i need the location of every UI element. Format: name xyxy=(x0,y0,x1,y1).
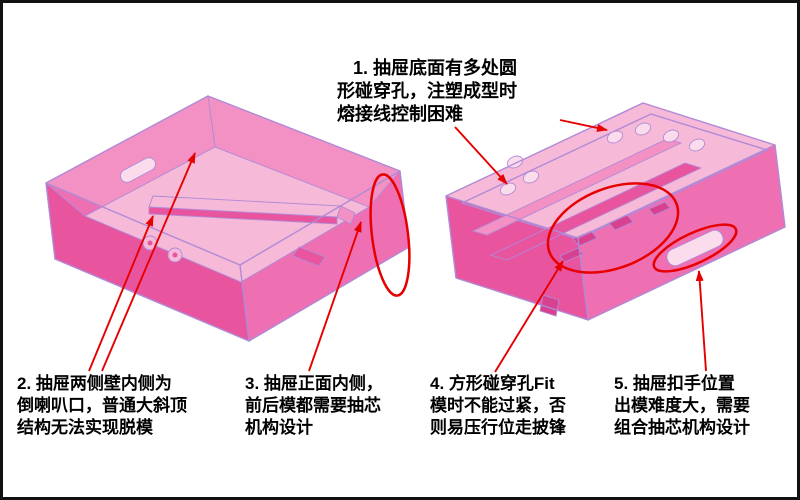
divider-rail-end xyxy=(336,205,356,225)
handle-recess xyxy=(666,229,724,267)
note-line: 机构设计 xyxy=(245,418,313,437)
note-handle-demold: 5. 抽屉扣手位置 出模难度大，需要 组合抽芯机构设计 xyxy=(614,373,750,439)
right-drawer-figure xyxy=(444,102,786,321)
round-hole xyxy=(522,170,540,184)
annotation-marks xyxy=(88,119,738,373)
note-line: 倒喇叭口，普通大斜顶 xyxy=(17,396,187,415)
drawer-rim-edges xyxy=(445,144,776,321)
arrow-note4-square-holes xyxy=(494,260,564,373)
note-line: 模时不能过紧，否 xyxy=(430,396,566,415)
handle-slot xyxy=(120,157,156,183)
note-line: 5. 抽屉扣手位置 xyxy=(614,374,735,393)
note-line: 组合抽芯机构设计 xyxy=(614,418,750,437)
round-through-holes-left xyxy=(499,155,540,196)
drawer-rim-edges xyxy=(45,170,401,342)
bottom-face-inner-rim xyxy=(461,113,768,240)
bottom-channel xyxy=(471,138,683,236)
bottom-channel xyxy=(489,162,703,261)
round-hole xyxy=(634,122,652,136)
round-boss-center xyxy=(172,252,178,258)
note-line: 1. 抽屉底面有多处圆 xyxy=(353,58,518,78)
left-drawer-figure xyxy=(45,95,410,342)
arrow-note1-left-hole xyxy=(454,126,508,185)
note-line: 形碰穿孔，注塑成型时 xyxy=(337,81,517,101)
note-line: 结构无法实现脱模 xyxy=(17,418,153,437)
note-square-holes-fit: 4. 方形碰穿孔Fit 模时不能过紧，否 则易压行位走披锋 xyxy=(430,373,566,439)
drawer-mold-diagram xyxy=(45,95,786,373)
divider-rail xyxy=(148,195,356,225)
round-hole xyxy=(606,130,624,144)
ellipse-square-holes-area xyxy=(546,182,680,274)
bottom-rect-slot xyxy=(292,246,326,267)
note-line: 3. 抽屉正面内侧， xyxy=(245,374,383,393)
arrow-note3-front-inner xyxy=(308,221,362,372)
note-line: 出模难度大，需要 xyxy=(614,396,750,415)
note-side-wall-flare: 2. 抽屉两侧壁内侧为 倒喇叭口，普通大斜顶 结构无法实现脱模 xyxy=(17,373,187,439)
ellipse-handle-area xyxy=(652,223,738,273)
round-hole xyxy=(662,129,680,143)
note-line: 2. 抽屉两侧壁内侧为 xyxy=(17,374,172,393)
round-through-holes-right xyxy=(606,122,706,152)
arrow-note2-back-wall xyxy=(101,152,196,372)
round-hole xyxy=(688,138,706,152)
note-line: 则易压行位走披锋 xyxy=(430,418,566,437)
note-line: 4. 方形碰穿孔Fit xyxy=(430,374,555,393)
arrow-note5-handle xyxy=(695,270,707,372)
drawer-outline xyxy=(445,102,786,321)
note-bottom-round-holes: 1. 抽屉底面有多处圆 形碰穿孔，注塑成型时 熔接线控制困难 xyxy=(337,57,517,126)
note-line: 前后模都需要抽芯 xyxy=(245,396,381,415)
square-hole xyxy=(559,247,584,263)
round-boss-center xyxy=(147,240,153,246)
arrow-note2-side-wall xyxy=(88,215,154,372)
note-line: 熔接线控制困难 xyxy=(337,104,463,124)
square-hole xyxy=(648,201,671,216)
ellipse-front-inner-edge xyxy=(369,173,411,297)
note-front-inner-core-pull: 3. 抽屉正面内侧， 前后模都需要抽芯 机构设计 xyxy=(245,373,383,439)
arrow-note1-right-hole xyxy=(559,119,608,132)
